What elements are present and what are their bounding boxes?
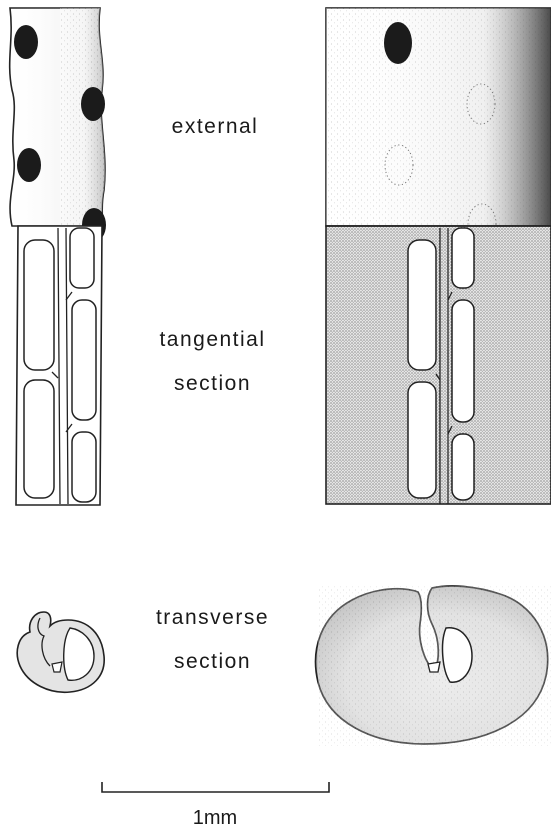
zooid-aperture bbox=[17, 148, 41, 182]
right-external-view bbox=[326, 8, 551, 244]
scale-bar-label: 1mm bbox=[170, 807, 260, 830]
left-transverse-section bbox=[17, 612, 104, 692]
right-transverse-section bbox=[316, 586, 551, 746]
scale-bar bbox=[102, 782, 329, 792]
left-tangential-section bbox=[16, 226, 102, 505]
label-transverse: transverse bbox=[135, 606, 290, 630]
zooid-aperture bbox=[14, 25, 38, 59]
left-external-view bbox=[0, 0, 120, 242]
label-tangential: tangential bbox=[135, 328, 290, 352]
zooid-aperture bbox=[81, 87, 105, 121]
right-tangential-section bbox=[326, 226, 551, 504]
label-external: external bbox=[150, 115, 280, 139]
label-transverse-section: section bbox=[135, 650, 290, 674]
label-tangential-section: section bbox=[135, 372, 290, 396]
zooid-aperture bbox=[384, 22, 412, 64]
